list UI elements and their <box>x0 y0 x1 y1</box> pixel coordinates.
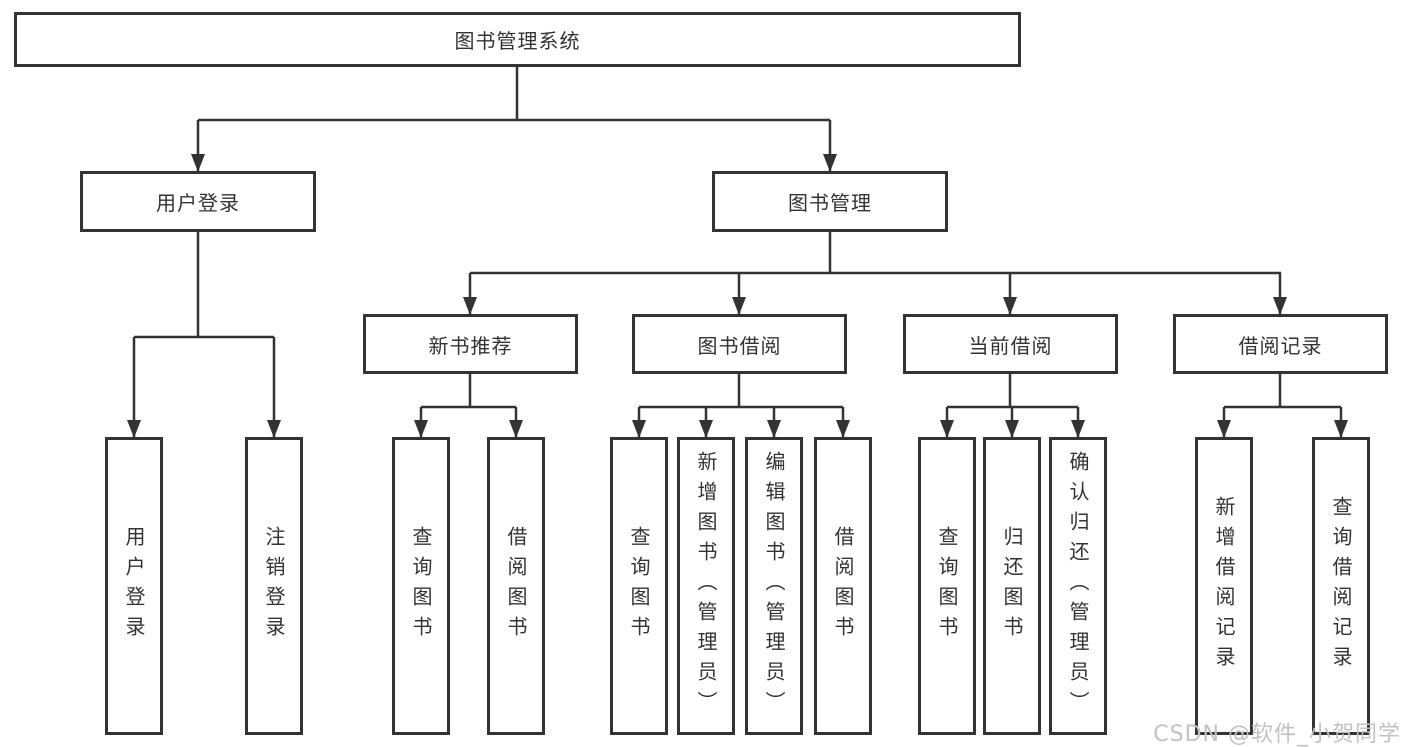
leaf-confirm-return-admin-label: 确认归还（管理员） <box>1066 451 1090 721</box>
node-borrow-records-label: 借阅记录 <box>1238 333 1323 358</box>
leaf-edit-book-admin: 编辑图书（管理员） <box>745 437 803 735</box>
leaf-add-book-admin: 新增图书（管理员） <box>677 437 735 735</box>
leaf-query-book-recommend-label: 查询图书 <box>409 526 433 646</box>
node-new-book-recommend: 新书推荐 <box>363 314 578 374</box>
node-current-borrow: 当前借阅 <box>903 314 1118 374</box>
node-book-management: 图书管理 <box>712 171 948 232</box>
leaf-query-book-recommend: 查询图书 <box>392 437 450 735</box>
leaf-borrow-book-label: 借阅图书 <box>831 526 855 646</box>
leaf-query-book-borrow: 查询图书 <box>610 437 668 735</box>
leaf-add-borrow-record-label: 新增借阅记录 <box>1212 496 1236 676</box>
node-book-borrow: 图书借阅 <box>632 314 847 374</box>
node-book-borrow-label: 图书借阅 <box>697 333 782 358</box>
node-current-borrow-label: 当前借阅 <box>968 333 1053 358</box>
leaf-return-book: 归还图书 <box>983 437 1041 735</box>
leaf-confirm-return-admin: 确认归还（管理员） <box>1049 437 1107 735</box>
leaf-return-book-label: 归还图书 <box>1000 526 1024 646</box>
node-user-login-label: 用户登录 <box>156 191 240 215</box>
leaf-add-book-admin-label: 新增图书（管理员） <box>694 451 718 721</box>
leaf-query-book-current-label: 查询图书 <box>935 526 959 646</box>
leaf-logout-label: 注销登录 <box>262 526 286 646</box>
leaf-borrow-book-recommend-label: 借阅图书 <box>504 526 528 646</box>
leaf-logout: 注销登录 <box>245 437 303 735</box>
leaf-query-borrow-record: 查询借阅记录 <box>1312 437 1370 735</box>
node-root-label: 图书管理系统 <box>454 29 581 53</box>
leaf-edit-book-admin-label: 编辑图书（管理员） <box>762 451 786 721</box>
node-borrow-records: 借阅记录 <box>1173 314 1388 374</box>
leaf-query-borrow-record-label: 查询借阅记录 <box>1329 496 1353 676</box>
leaf-add-borrow-record: 新增借阅记录 <box>1195 437 1253 735</box>
leaf-user-login-label: 用户登录 <box>122 526 146 646</box>
node-user-login: 用户登录 <box>80 171 316 232</box>
node-book-management-label: 图书管理 <box>788 191 872 215</box>
leaf-query-book-current: 查询图书 <box>918 437 976 735</box>
leaf-query-book-borrow-label: 查询图书 <box>627 526 651 646</box>
leaf-borrow-book-recommend: 借阅图书 <box>487 437 545 735</box>
leaf-user-login: 用户登录 <box>105 437 163 735</box>
node-new-book-recommend-label: 新书推荐 <box>428 333 513 358</box>
leaf-borrow-book: 借阅图书 <box>814 437 872 735</box>
node-root-system: 图书管理系统 <box>14 12 1021 67</box>
